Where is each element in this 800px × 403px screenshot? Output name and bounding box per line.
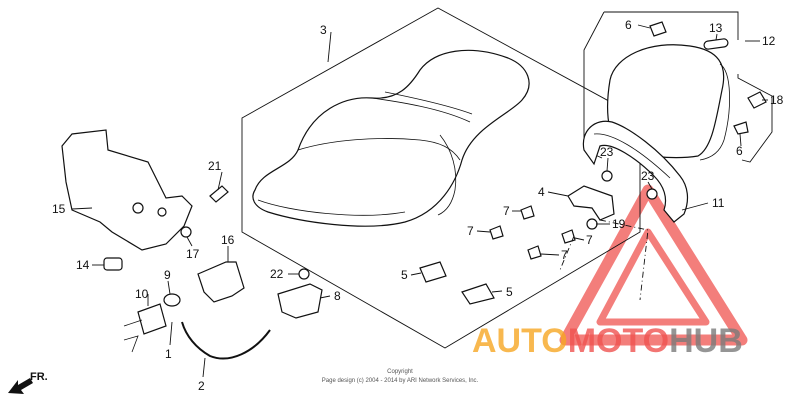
grommet-7a xyxy=(520,205,535,220)
seat-lock-cable[interactable] xyxy=(181,321,271,360)
copyright-block: Copyright Page design (c) 2004 - 2014 by… xyxy=(322,369,479,384)
clip-5b xyxy=(461,283,495,305)
copyright-title: Copyright xyxy=(387,369,413,375)
lock-bracket-16[interactable] xyxy=(197,261,245,303)
grommet-7b xyxy=(489,225,504,240)
grommet-7d xyxy=(527,245,542,260)
collar-19 xyxy=(586,218,598,230)
callout-12: 12 xyxy=(762,34,776,48)
bolt-23b xyxy=(646,188,658,200)
callout-11: 11 xyxy=(712,196,725,210)
lock-cylinder-10[interactable] xyxy=(123,303,167,353)
callout-4: 4 xyxy=(538,185,545,199)
front-direction-label: FR. xyxy=(30,371,48,383)
rear-bracket[interactable] xyxy=(567,185,615,221)
callout-16: 16 xyxy=(221,233,235,247)
callout-3: 3 xyxy=(320,23,327,37)
callout-22: 22 xyxy=(270,267,284,281)
callout-2: 2 xyxy=(198,379,205,393)
watermark-brand: AUTOMOTOHUB xyxy=(472,322,743,360)
watermark-triangle-logo xyxy=(559,184,748,346)
callout-19: 19 xyxy=(612,217,626,231)
callout-1: 1 xyxy=(165,347,172,361)
seat-part[interactable] xyxy=(252,49,530,227)
front-direction-marker: FR. xyxy=(8,371,48,394)
callout-5-a: 5 xyxy=(401,268,408,282)
screw-22 xyxy=(298,268,310,280)
seat-latch-8[interactable] xyxy=(277,283,323,319)
callout-23-left: 23 xyxy=(600,145,614,159)
callout-8: 8 xyxy=(334,289,341,303)
backrest-screw-6-top xyxy=(649,21,667,37)
lock-cover[interactable] xyxy=(61,129,193,251)
callout-7-d: 7 xyxy=(561,248,568,262)
callout-6-bottom: 6 xyxy=(736,144,743,158)
washer-9 xyxy=(163,293,181,307)
bolt-23a xyxy=(601,170,613,182)
leader-lines xyxy=(71,24,768,378)
backrest-screw-6-bottom xyxy=(733,121,749,135)
callout-7-a: 7 xyxy=(503,204,510,218)
watermark-part-auto: AUTO xyxy=(472,322,568,360)
callout-15: 15 xyxy=(52,202,66,216)
callout-6-top: 6 xyxy=(625,18,632,32)
clip-5a xyxy=(419,261,447,283)
callout-23-right: 23 xyxy=(641,169,655,183)
bolt-21 xyxy=(209,185,229,203)
copyright-notice: Page design (c) 2004 - 2014 by ARI Netwo… xyxy=(322,378,479,384)
callout-labels: 3 6 13 12 18 6 23 23 11 4 19 7 7 7 7 5 5… xyxy=(52,18,784,393)
seat-frame xyxy=(241,7,641,349)
grab-rail[interactable] xyxy=(582,120,689,223)
callout-9: 9 xyxy=(164,268,171,282)
backrest-screw-18 xyxy=(747,91,767,109)
watermark-part-moto: MOTO xyxy=(568,322,669,360)
callout-13: 13 xyxy=(709,21,723,35)
callout-14: 14 xyxy=(76,258,90,272)
callout-7-b: 7 xyxy=(467,224,474,238)
arrow-icon xyxy=(8,378,33,394)
bolt-17 xyxy=(180,226,192,238)
callout-17: 17 xyxy=(186,247,200,261)
grommet-14 xyxy=(103,257,123,271)
grommet-7c xyxy=(561,229,576,244)
watermark-part-hub: HUB xyxy=(669,322,743,360)
callout-7-c: 7 xyxy=(586,233,593,247)
callout-10: 10 xyxy=(135,287,149,301)
watermark-brand-text: AUTOMOTOHUB xyxy=(472,322,743,360)
callout-18: 18 xyxy=(770,93,784,107)
callout-21: 21 xyxy=(208,159,222,173)
callout-5-b: 5 xyxy=(506,285,513,299)
